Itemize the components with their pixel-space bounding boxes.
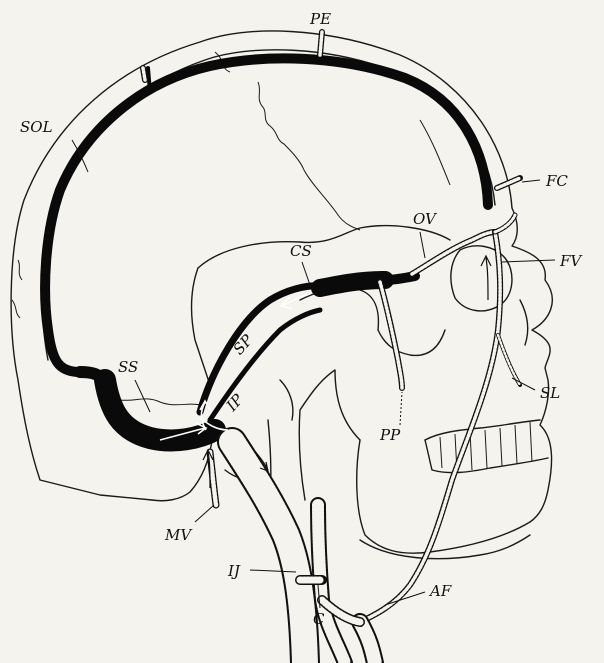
label-ss: SS [118, 358, 138, 376]
label-fv: FV [559, 252, 583, 270]
cavernous-sinus [320, 280, 385, 288]
cavernous-sinus-tip [385, 276, 415, 280]
emissary-vein-top [148, 68, 150, 92]
cranial-sutures [12, 52, 450, 405]
label-af: AF [428, 582, 452, 600]
label-mv: MV [164, 526, 193, 544]
label-cs: CS [290, 242, 312, 260]
label-c: C [313, 610, 325, 628]
label-sl: SL [540, 384, 560, 402]
dural-sinuses [45, 58, 488, 440]
label-fc: FC [545, 172, 568, 190]
label-ov: OV [413, 210, 438, 228]
sinus-junction [80, 372, 105, 382]
label-ij: IJ [227, 562, 241, 580]
label-pe: PE [309, 10, 331, 28]
label-pp: PP [379, 426, 401, 444]
label-sol: SOL [20, 118, 53, 136]
